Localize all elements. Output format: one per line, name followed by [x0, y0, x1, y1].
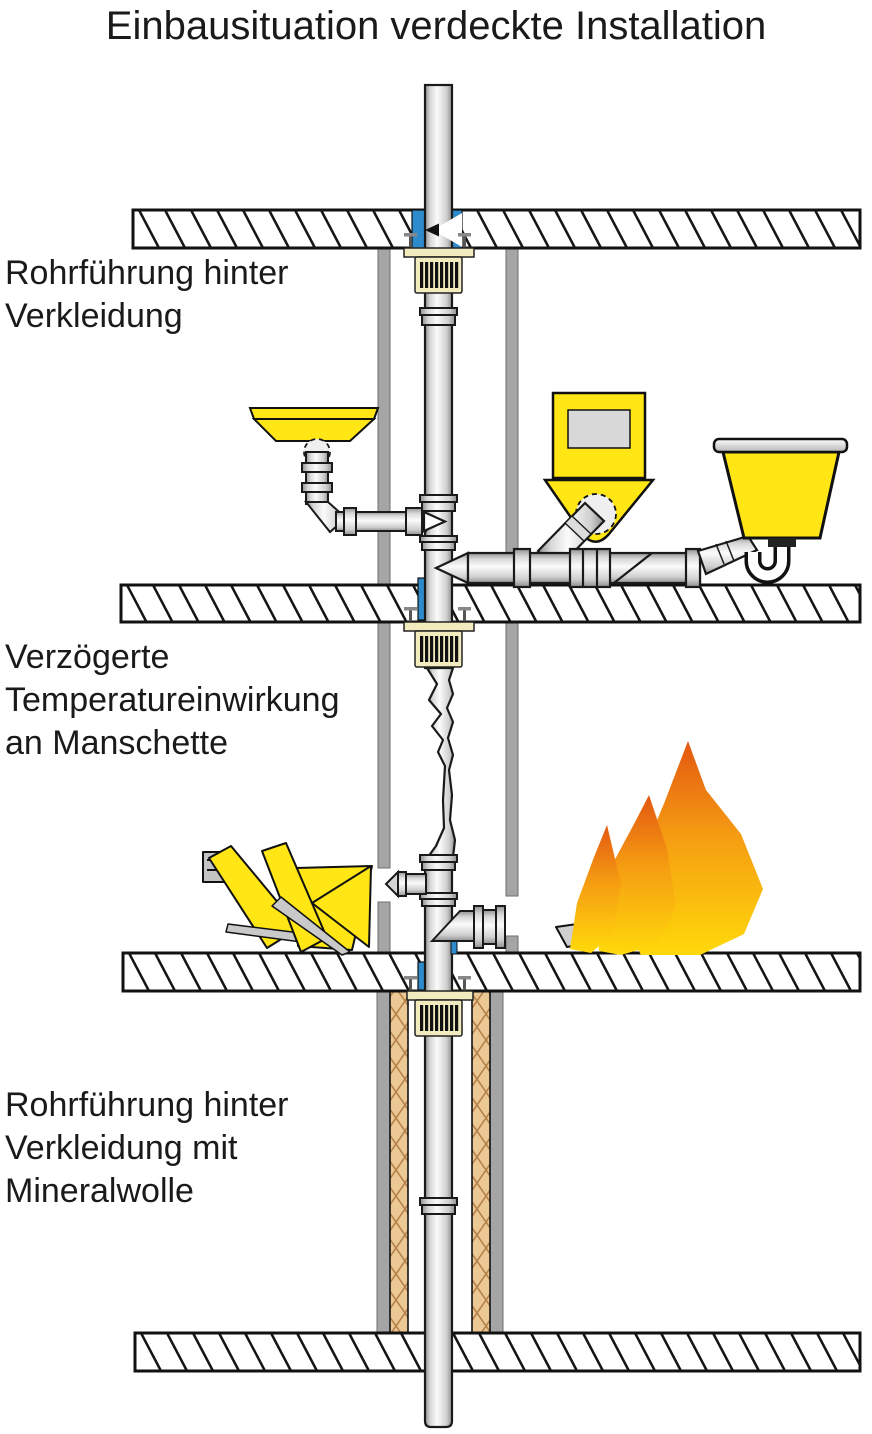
- open-branch-stub: [429, 905, 506, 949]
- drain-fitting: [768, 538, 796, 547]
- label-delayed-temperature-effect: Verzögerte Temperatureinwirkung an Mansc…: [5, 638, 340, 762]
- flush-panel: [567, 409, 631, 449]
- wall-cladding: [376, 247, 519, 1334]
- floor-slab-2: [119, 583, 862, 624]
- toilet: [536, 391, 656, 571]
- fire-collar-3: [404, 976, 474, 1037]
- mineral-wool: [389, 990, 491, 1334]
- destroyed-washbasin-debris: [202, 842, 373, 956]
- capped-branch-stub: [384, 869, 427, 899]
- label-behind-cladding-mineral-wool: Rohrführung hinter Verkleidung mit Miner…: [5, 1086, 289, 1210]
- floor-slab-3: [121, 951, 862, 993]
- flames-icon: [570, 741, 763, 955]
- diagram-title: Einbausituation verdeckte Installation: [105, 4, 767, 48]
- floor-slab-4: [133, 1331, 862, 1373]
- washbasin: [248, 407, 380, 442]
- fire-collar-1: [403, 233, 475, 294]
- label-pipe-behind-cladding: Rohrführung hinter Verkleidung: [5, 254, 289, 335]
- floor-slab-1: [131, 208, 862, 250]
- branch-pipe: [433, 534, 759, 589]
- utility-sink: [712, 437, 849, 584]
- melted-pipe: [425, 666, 457, 859]
- fire-collar-2: [403, 607, 475, 668]
- pipe-couplings: [419, 307, 458, 1215]
- branch-junction-arrow: [422, 510, 448, 533]
- washbasin-trap-pipe: [301, 438, 448, 536]
